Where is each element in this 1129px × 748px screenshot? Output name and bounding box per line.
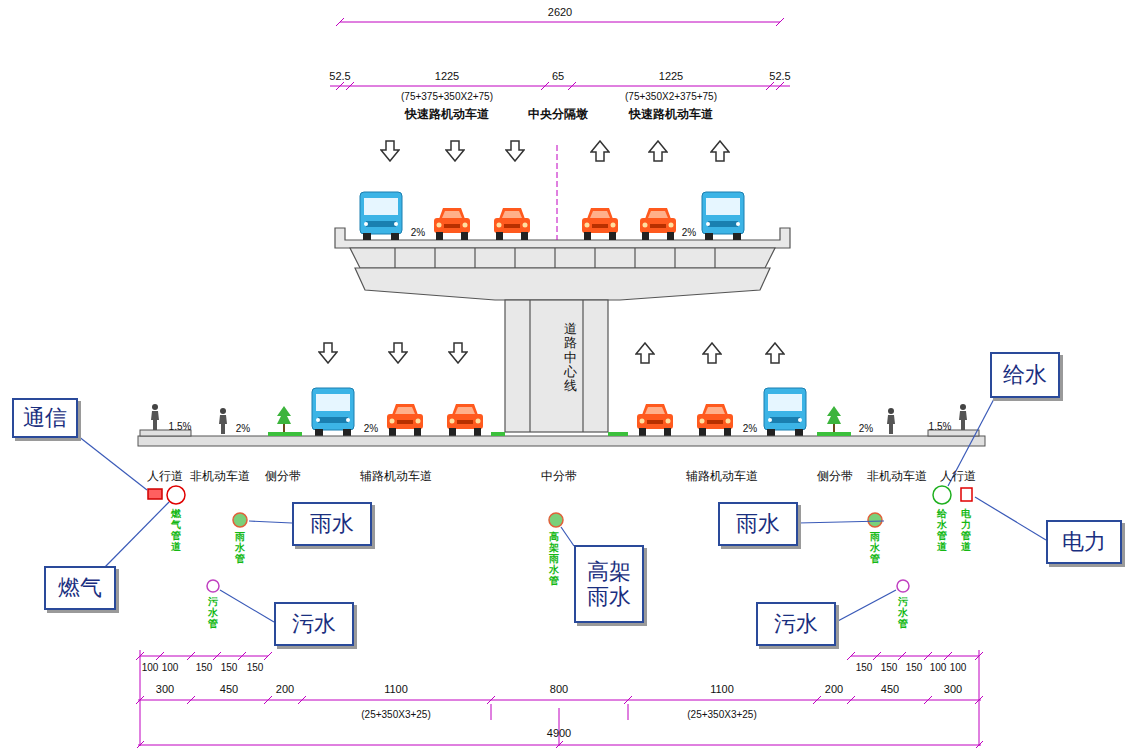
pipe-label: 污水管 — [208, 596, 218, 629]
slope-label: 2% — [236, 423, 250, 434]
lane-name: 侧分带 — [817, 468, 853, 485]
slope-label: 2% — [411, 227, 425, 238]
lane-name: 快速路机动车道 — [405, 106, 489, 123]
dimension-note: (25+350X3+25) — [687, 709, 757, 720]
pipe-callout: 污水 — [756, 602, 836, 646]
dimension: 1100 — [384, 683, 408, 695]
dimension: 150 — [906, 662, 923, 673]
dimension: 800 — [550, 683, 568, 695]
dimension: 200 — [276, 683, 294, 695]
dimension-note: (25+350X3+25) — [361, 709, 431, 720]
callout-text: 雨水 — [310, 511, 354, 536]
pipe-label: 雨水管 — [235, 531, 245, 564]
pipe-callout: 燃气 — [44, 566, 116, 610]
centerline-label: 道路中心线 — [564, 322, 577, 393]
lane-name: 中央分隔墩 — [528, 106, 588, 123]
slope-label: 2% — [682, 227, 696, 238]
pipe-callout: 高架雨水 — [574, 545, 644, 623]
pipe-label: 污水管 — [898, 596, 908, 629]
slope-label: 1.5% — [169, 421, 192, 432]
lane-name: 人行道 — [147, 468, 183, 485]
callout-text: 电力 — [1062, 529, 1106, 554]
dimension: 200 — [825, 683, 843, 695]
dimension: 100 — [142, 662, 159, 673]
lane-name: 侧分带 — [265, 468, 301, 485]
slope-label: 1.5% — [929, 421, 952, 432]
pipe-callout: 雨水 — [718, 502, 798, 546]
dimension: 450 — [881, 683, 899, 695]
dimension: 150 — [881, 662, 898, 673]
dimension-note: (75+375+350X2+75) — [401, 91, 493, 102]
lane-name: 辅路机动车道 — [360, 468, 432, 485]
dimension: 52.5 — [329, 70, 350, 82]
callout-text: 雨水 — [736, 511, 780, 536]
dimension: 150 — [196, 662, 213, 673]
callout-text: 给水 — [1003, 362, 1047, 387]
dimension: 1225 — [659, 70, 683, 82]
dimension: 150 — [221, 662, 238, 673]
dimension: 65 — [552, 70, 564, 82]
pipe-label: 燃气管道 — [171, 508, 181, 552]
dimension: 300 — [944, 683, 962, 695]
lane-name: 非机动车道 — [867, 468, 927, 485]
dimension-note: (75+350X2+375+75) — [625, 91, 717, 102]
dimension: 100 — [162, 662, 179, 673]
callout-text: 污水 — [774, 611, 818, 636]
dimension: 450 — [220, 683, 238, 695]
pipe-callout: 给水 — [990, 352, 1060, 398]
pipe-label: 给水管道 — [937, 508, 947, 552]
lane-name: 非机动车道 — [190, 468, 250, 485]
dimension: 4900 — [547, 727, 571, 739]
lane-name: 人行道 — [940, 468, 976, 485]
dimension: 52.5 — [769, 70, 790, 82]
dimension: 150 — [856, 662, 873, 673]
callout-text: 通信 — [23, 405, 67, 430]
pipe-callout: 雨水 — [292, 502, 372, 546]
pipe-label: 雨水管 — [870, 531, 880, 564]
lane-name: 中分带 — [541, 468, 577, 485]
callout-text: 污水 — [292, 611, 336, 636]
pipe-callout: 电力 — [1046, 520, 1122, 564]
lane-name: 快速路机动车道 — [629, 106, 713, 123]
pipe-callout: 污水 — [274, 602, 354, 646]
pipe-callout: 通信 — [12, 398, 78, 438]
dimension: 300 — [156, 683, 174, 695]
dimension: 100 — [950, 662, 967, 673]
slope-label: 2% — [364, 423, 378, 434]
slope-label: 2% — [859, 423, 873, 434]
dimension: 1225 — [435, 70, 459, 82]
slope-label: 2% — [743, 423, 757, 434]
dimension: 150 — [247, 662, 264, 673]
callout-text: 燃气 — [58, 575, 102, 600]
lane-name: 辅路机动车道 — [686, 468, 758, 485]
callout-text: 高架雨水 — [582, 559, 636, 610]
pipe-label: 电力管道 — [961, 508, 971, 552]
dimension: 1100 — [710, 683, 734, 695]
dimension: 2620 — [548, 6, 572, 18]
dimension: 100 — [930, 662, 947, 673]
pipe-label: 高架雨水管 — [549, 531, 559, 586]
